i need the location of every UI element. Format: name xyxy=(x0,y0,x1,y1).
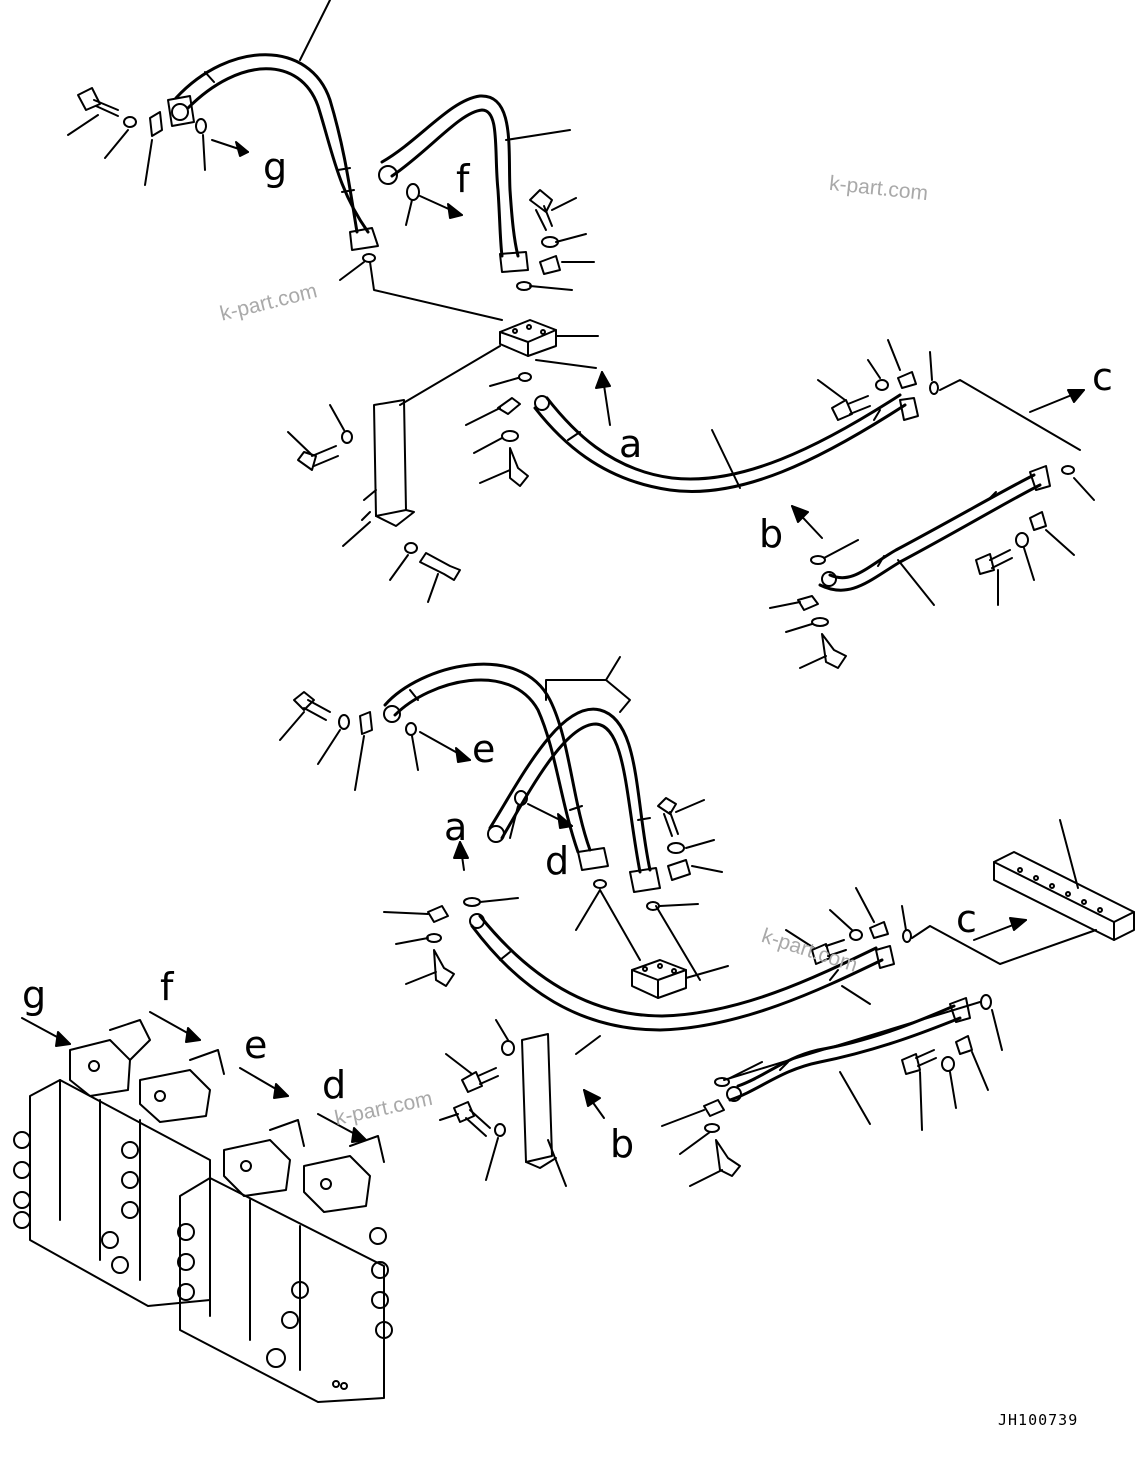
bolt-stack-top-right xyxy=(516,189,595,291)
callout-b-mid: b xyxy=(610,1122,635,1166)
clamp-set-b-mid xyxy=(661,1061,763,1187)
bolt-stack-mid-right xyxy=(646,797,723,911)
callout-a-mid: a xyxy=(444,805,468,849)
callout-c-top: c xyxy=(1092,355,1113,399)
hose-g-top xyxy=(167,53,379,251)
hose-a-mid-long xyxy=(469,913,895,1032)
callout-g-top: g xyxy=(263,145,288,189)
middle-hose-assembly xyxy=(279,656,1135,1187)
callout-f-valve: f xyxy=(160,965,174,1009)
leader-hose-b-top xyxy=(897,559,935,606)
bolt-set-bracket-bottom xyxy=(389,542,461,603)
callout-e-mid: e xyxy=(472,727,496,771)
callout-a-top: a xyxy=(619,422,643,466)
callout-c-mid: c xyxy=(956,897,977,941)
bolt-set-bracket-left xyxy=(287,404,353,471)
bolt-set-bracket-mid xyxy=(439,1019,515,1181)
hose-a-top-long xyxy=(533,393,919,494)
hose-b-mid-lower xyxy=(726,997,971,1102)
manifold-bar xyxy=(993,819,1135,941)
callout-g-valve: g xyxy=(22,973,47,1017)
leader-hose-g xyxy=(299,0,331,61)
junction-block-top xyxy=(499,319,599,357)
hose-b-top-lower xyxy=(818,465,1051,592)
link-line-1 xyxy=(369,261,503,321)
bolt-set-right-mid xyxy=(785,887,912,965)
bolt-set-right-lower-mid xyxy=(901,1035,989,1131)
link-line-c-top xyxy=(939,379,1081,451)
callout-f-top: f xyxy=(456,157,470,201)
callout-b-top: b xyxy=(759,512,784,556)
clamp-set-a-mid xyxy=(383,897,519,987)
control-valve-assembly xyxy=(13,1011,393,1403)
bolt-set-right-top xyxy=(817,339,939,421)
top-hose-assembly xyxy=(67,0,1095,669)
leader-hose-a-top xyxy=(711,429,741,489)
leader-hose-a-mid xyxy=(841,985,871,1005)
mounting-bracket-mid xyxy=(521,1033,567,1187)
junction-block-mid xyxy=(631,959,729,999)
hose-e-d-loops xyxy=(383,662,661,893)
callout-d-valve: d xyxy=(322,1063,347,1107)
clamp-set-b-top xyxy=(769,539,859,669)
mounting-bracket-top xyxy=(342,399,415,547)
bolt-set-mid-left xyxy=(279,691,471,791)
leader-loops-mid xyxy=(545,656,631,713)
leader-hose-f xyxy=(505,129,571,141)
bolt-set-right-lower xyxy=(975,511,1075,606)
hose-f-top xyxy=(378,94,529,273)
clamp-set-a-top xyxy=(465,372,532,487)
o-ring-f-top xyxy=(405,183,463,226)
leader-hose-b-mid xyxy=(839,1071,871,1125)
callout-d-mid: d xyxy=(545,839,570,883)
callout-e-valve: e xyxy=(244,1023,268,1067)
link-line-c-mid xyxy=(911,925,1097,965)
bolt-set-top-left xyxy=(67,87,249,186)
drawing-code: JH100739 xyxy=(998,1411,1079,1429)
